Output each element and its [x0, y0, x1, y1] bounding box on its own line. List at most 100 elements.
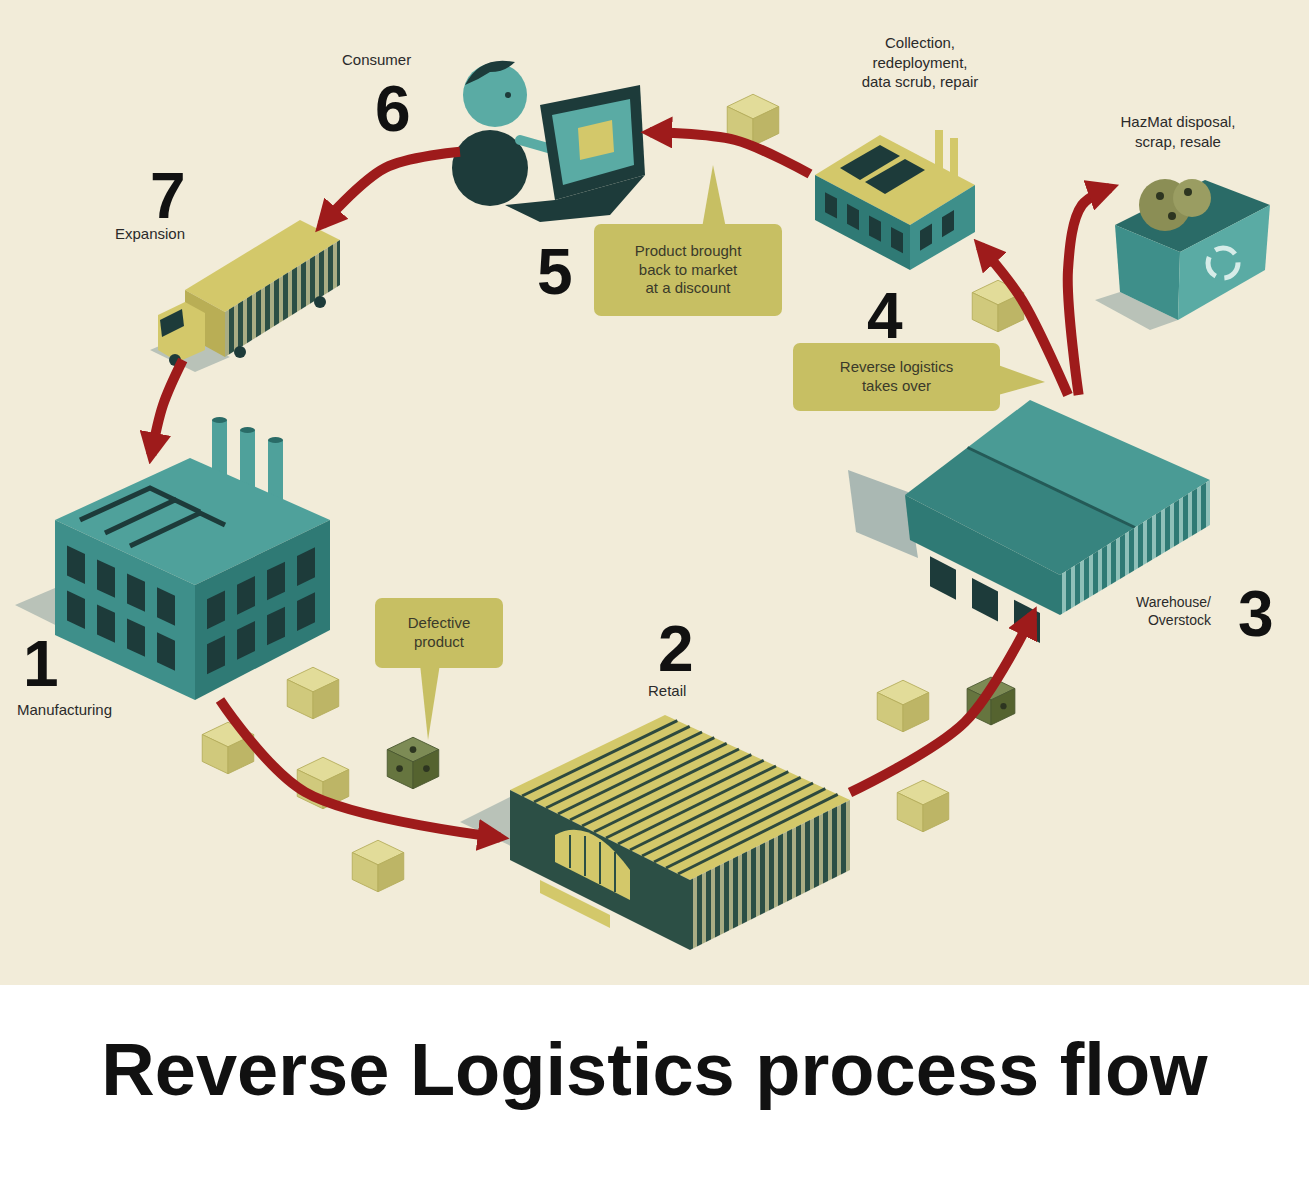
window [267, 607, 285, 646]
node-label: Collection, redeployment, data scrub, re… [859, 33, 981, 92]
collection-node: Collection, redeployment, data scrub, re… [810, 110, 980, 270]
scrap-mark [1168, 212, 1176, 220]
callout-text: Defective product [399, 614, 479, 652]
collection-illustration [815, 130, 975, 270]
window [297, 547, 315, 586]
flow-arrow [220, 700, 500, 838]
factory-wall [55, 520, 195, 700]
roof-stripe [522, 721, 677, 796]
node-label: Warehouse/ Overstock [1113, 593, 1211, 629]
factory-node: 1Manufacturing [55, 455, 330, 700]
facility-wall [815, 175, 910, 270]
entrance-bar [599, 842, 601, 884]
window [157, 632, 175, 670]
retail-entrance [555, 830, 630, 900]
window [825, 192, 837, 218]
recycle-symbol [1208, 248, 1238, 278]
dumpster-node: HazMat disposal, scrap, resale [1110, 170, 1270, 320]
roof-ridge [130, 513, 225, 546]
flow-arrow [650, 132, 810, 174]
entrance-bar [614, 852, 616, 892]
roof-stripe [558, 738, 714, 814]
window [207, 636, 225, 675]
dumpster-side [1115, 225, 1180, 320]
consumer-eye [505, 92, 511, 98]
callout-text: Product brought back to market at a disc… [633, 242, 743, 298]
roof-unit [865, 159, 925, 194]
chimney-top [268, 437, 283, 443]
scrap-mark [1184, 188, 1192, 196]
window-row [825, 192, 903, 253]
product-box [897, 780, 949, 832]
callout-pointers [420, 165, 1045, 740]
flow-arrow [151, 360, 183, 455]
wheel [314, 296, 326, 308]
flow-arrow [322, 152, 461, 225]
windshield [160, 309, 184, 337]
consumer-hair [465, 61, 515, 85]
trailer-side [225, 240, 340, 357]
truck-illustration [150, 220, 340, 372]
window [847, 204, 859, 230]
window [869, 215, 881, 241]
warehouse-node: Warehouse/ Overstock3 [855, 395, 1210, 615]
roof-stripe [534, 726, 690, 802]
retail-wall [510, 790, 690, 950]
dock-door [930, 556, 956, 599]
retail-node: 2Retail [500, 725, 850, 950]
step-number: 1 [23, 632, 59, 696]
diagram-title: Reverse Logistics process flow [0, 1033, 1309, 1107]
roof-stripe [582, 749, 739, 826]
entrance-bars [570, 835, 615, 892]
node-label: HazMat disposal, scrap, resale [1113, 112, 1243, 151]
entrance-bar [569, 835, 571, 868]
entrance-bar [584, 836, 586, 876]
laptop-display [552, 99, 634, 185]
wheel [234, 346, 246, 358]
callout-pointer [420, 664, 440, 740]
callout-box: Reverse logistics takes over [793, 343, 1000, 411]
flow-arrow [1068, 188, 1110, 395]
window [207, 591, 225, 630]
step-number: 2 [658, 617, 694, 681]
node-label: Consumer [342, 52, 411, 67]
callout-text: Reverse logistics takes over [826, 358, 967, 396]
background-panel [0, 0, 1309, 985]
window [297, 592, 315, 631]
step-number: 3 [1238, 582, 1274, 646]
window-row [207, 547, 315, 674]
consumer-head [463, 63, 527, 127]
chimney-top [240, 427, 255, 433]
retail-wall [690, 800, 850, 950]
roof-stripe [618, 766, 776, 844]
window [97, 605, 115, 643]
window [127, 618, 145, 656]
window [237, 621, 255, 660]
node-label: Manufacturing [17, 702, 112, 717]
defective-box [387, 737, 439, 789]
step-number: 4 [867, 284, 903, 348]
factory-illustration [15, 417, 330, 700]
window [127, 573, 145, 611]
callout-box: Defective product [375, 598, 503, 668]
window-row [920, 210, 954, 251]
retail-awning [540, 880, 610, 928]
window [67, 591, 85, 629]
roof-stripe [630, 772, 788, 850]
laptop-base [505, 175, 645, 222]
roof-stripe [606, 760, 764, 838]
node-label: Expansion [115, 226, 185, 241]
truck-node: 7Expansion [155, 225, 340, 360]
consumer-illustration [452, 61, 645, 222]
window [891, 227, 903, 253]
window [157, 587, 175, 625]
chimney-top [212, 417, 227, 423]
product-box [352, 840, 404, 892]
screen-box [578, 120, 614, 160]
warehouse-illustration [848, 400, 1210, 643]
flow-arrow [850, 615, 1033, 793]
window [267, 562, 285, 601]
scrap-mark [1156, 192, 1164, 200]
